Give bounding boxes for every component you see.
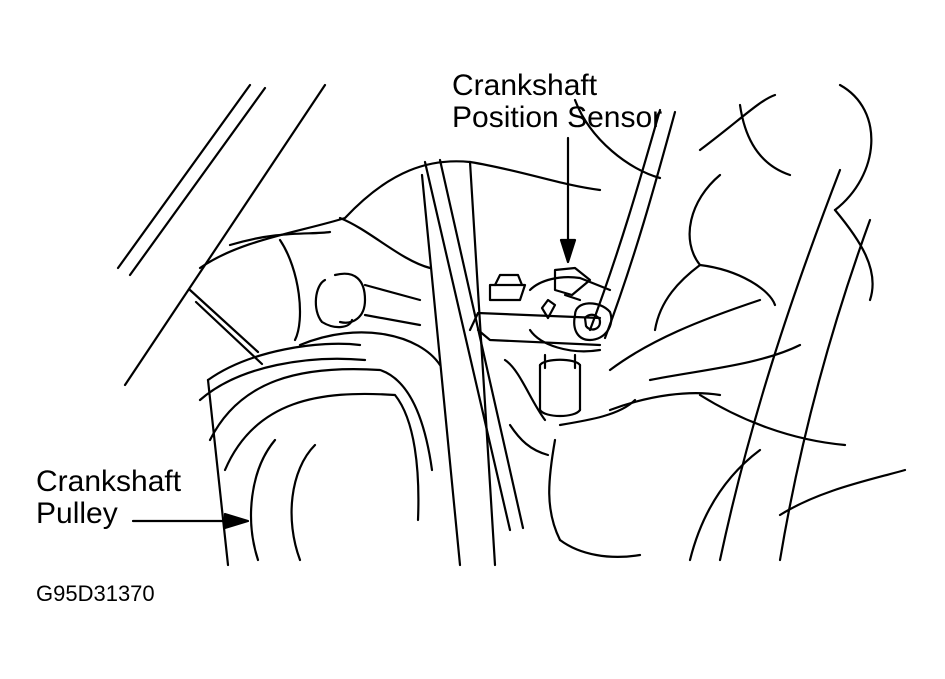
- vertical-shaft: [420, 158, 525, 567]
- crankshaft-position-sensor: [538, 353, 582, 418]
- pulley-label-line2: Pulley: [36, 496, 118, 530]
- lower-housing: [503, 358, 642, 558]
- pointer-arrows: [131, 136, 577, 530]
- left-frame-rails: [116, 83, 327, 387]
- crankshaft-pulley: [198, 331, 442, 567]
- engine-block: [198, 83, 907, 562]
- left-bolt: [314, 272, 422, 329]
- pulley-pointer-arrowhead: [223, 512, 250, 530]
- sensor-callout-label: Crankshaft Position Sensor: [452, 70, 662, 133]
- pulley-label-line1: Crankshaft: [36, 465, 182, 498]
- pulley-callout-label: Crankshaft Pulley: [36, 466, 181, 529]
- sensor-label-line1: Crankshaft: [452, 69, 598, 102]
- sensor-pointer-arrowhead: [559, 238, 577, 264]
- sensor-label-line2: Position Sensor: [452, 100, 663, 134]
- sensor-bracket: [468, 266, 613, 353]
- figure-code: G95D31370: [36, 581, 155, 606]
- right-structure: [588, 108, 872, 562]
